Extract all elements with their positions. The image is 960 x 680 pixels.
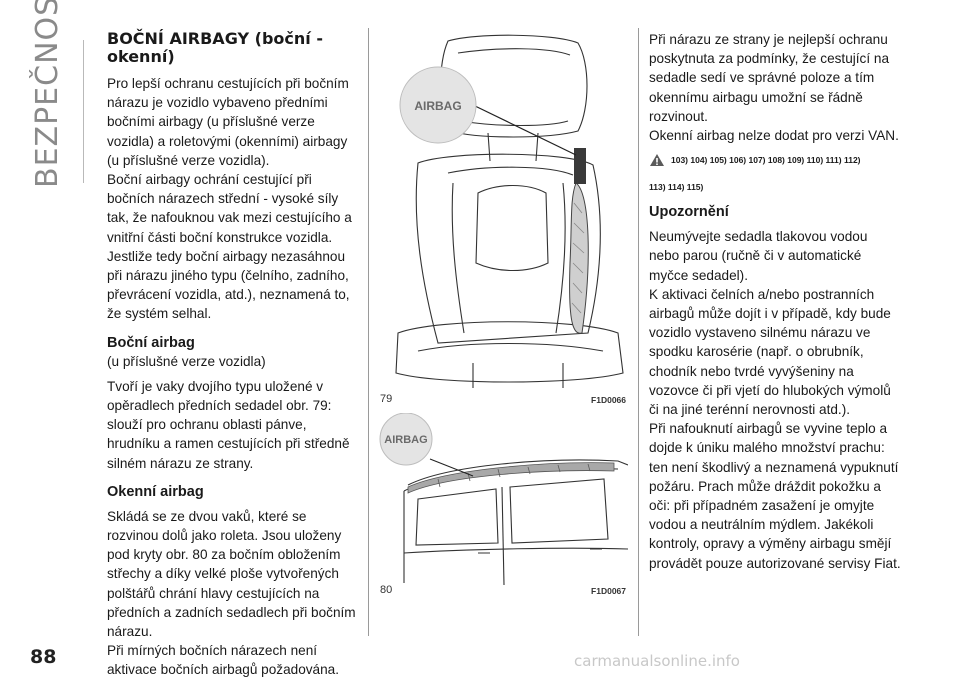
version-note: (u příslušné verze vozidla) <box>107 353 266 369</box>
paragraph: Tvoří je vaky dvojího typu uložené v opě… <box>107 378 350 471</box>
watermark: carmanualsonline.info <box>574 652 740 670</box>
section-heading: BOČNÍ AIRBAGY (boční - okenní) <box>107 29 323 66</box>
figure-number: 79 <box>380 393 393 405</box>
section-title: BEZPEČNOST <box>30 0 65 188</box>
figure-code: F1D0067 <box>591 586 626 596</box>
airbag-label-80: AIRBAG <box>384 434 427 446</box>
paragraph: Okenní airbag nelze dodat pro verzi VAN. <box>649 128 899 144</box>
paragraph: Neumývejte sedadla tlakovou vodou nebo p… <box>649 229 868 283</box>
figure-code: F1D0066 <box>591 395 626 405</box>
page-number: 88 <box>30 646 57 668</box>
warning-triangle-icon <box>650 154 664 167</box>
airbag-label-79: AIRBAG <box>414 99 461 113</box>
text-column-left: BOČNÍ AIRBAGY (boční - okenní) Pro lepší… <box>107 30 357 680</box>
subheading-window-airbag: Okenní airbag <box>107 483 204 500</box>
column-divider <box>368 28 369 636</box>
column-divider <box>638 28 639 636</box>
figure-80-window-airbag: AIRBAG <box>378 413 628 586</box>
figure-number: 80 <box>380 584 393 596</box>
text-column-right: Při nárazu ze strany je nejlepší ochranu… <box>649 30 901 573</box>
paragraph: Při mírných bočních nárazech není aktiva… <box>107 643 340 678</box>
paragraph: Jestliže tedy boční airbagy nezasáhnou p… <box>107 248 350 322</box>
warning-refs-line1: 103) 104) 105) 106) 107) 108) 109) 110) … <box>671 155 861 166</box>
paragraph: K aktivaci čelních a/nebo postranních ai… <box>649 286 891 418</box>
paragraph: Při nafouknutí airbagů se vyvine teplo a… <box>649 421 901 571</box>
section-divider <box>83 40 84 183</box>
figure-79-seat-airbag: AIRBAG <box>378 33 628 393</box>
subheading-notice: Upozornění <box>649 204 729 221</box>
paragraph: Při nárazu ze strany je nejlepší ochranu… <box>649 32 890 124</box>
paragraph: Skládá se ze dvou vaků, které se rozvino… <box>107 508 356 640</box>
warning-refs-line2: 113) 114) 115) <box>649 182 704 193</box>
subheading-side-airbag: Boční airbag <box>107 334 195 351</box>
paragraph: Pro lepší ochranu cestujících při bočním… <box>107 76 349 168</box>
paragraph: Boční airbagy ochrání cestující při bočn… <box>107 172 352 245</box>
warning-references: 103) 104) 105) 106) 107) 108) 109) 110) … <box>649 153 901 167</box>
